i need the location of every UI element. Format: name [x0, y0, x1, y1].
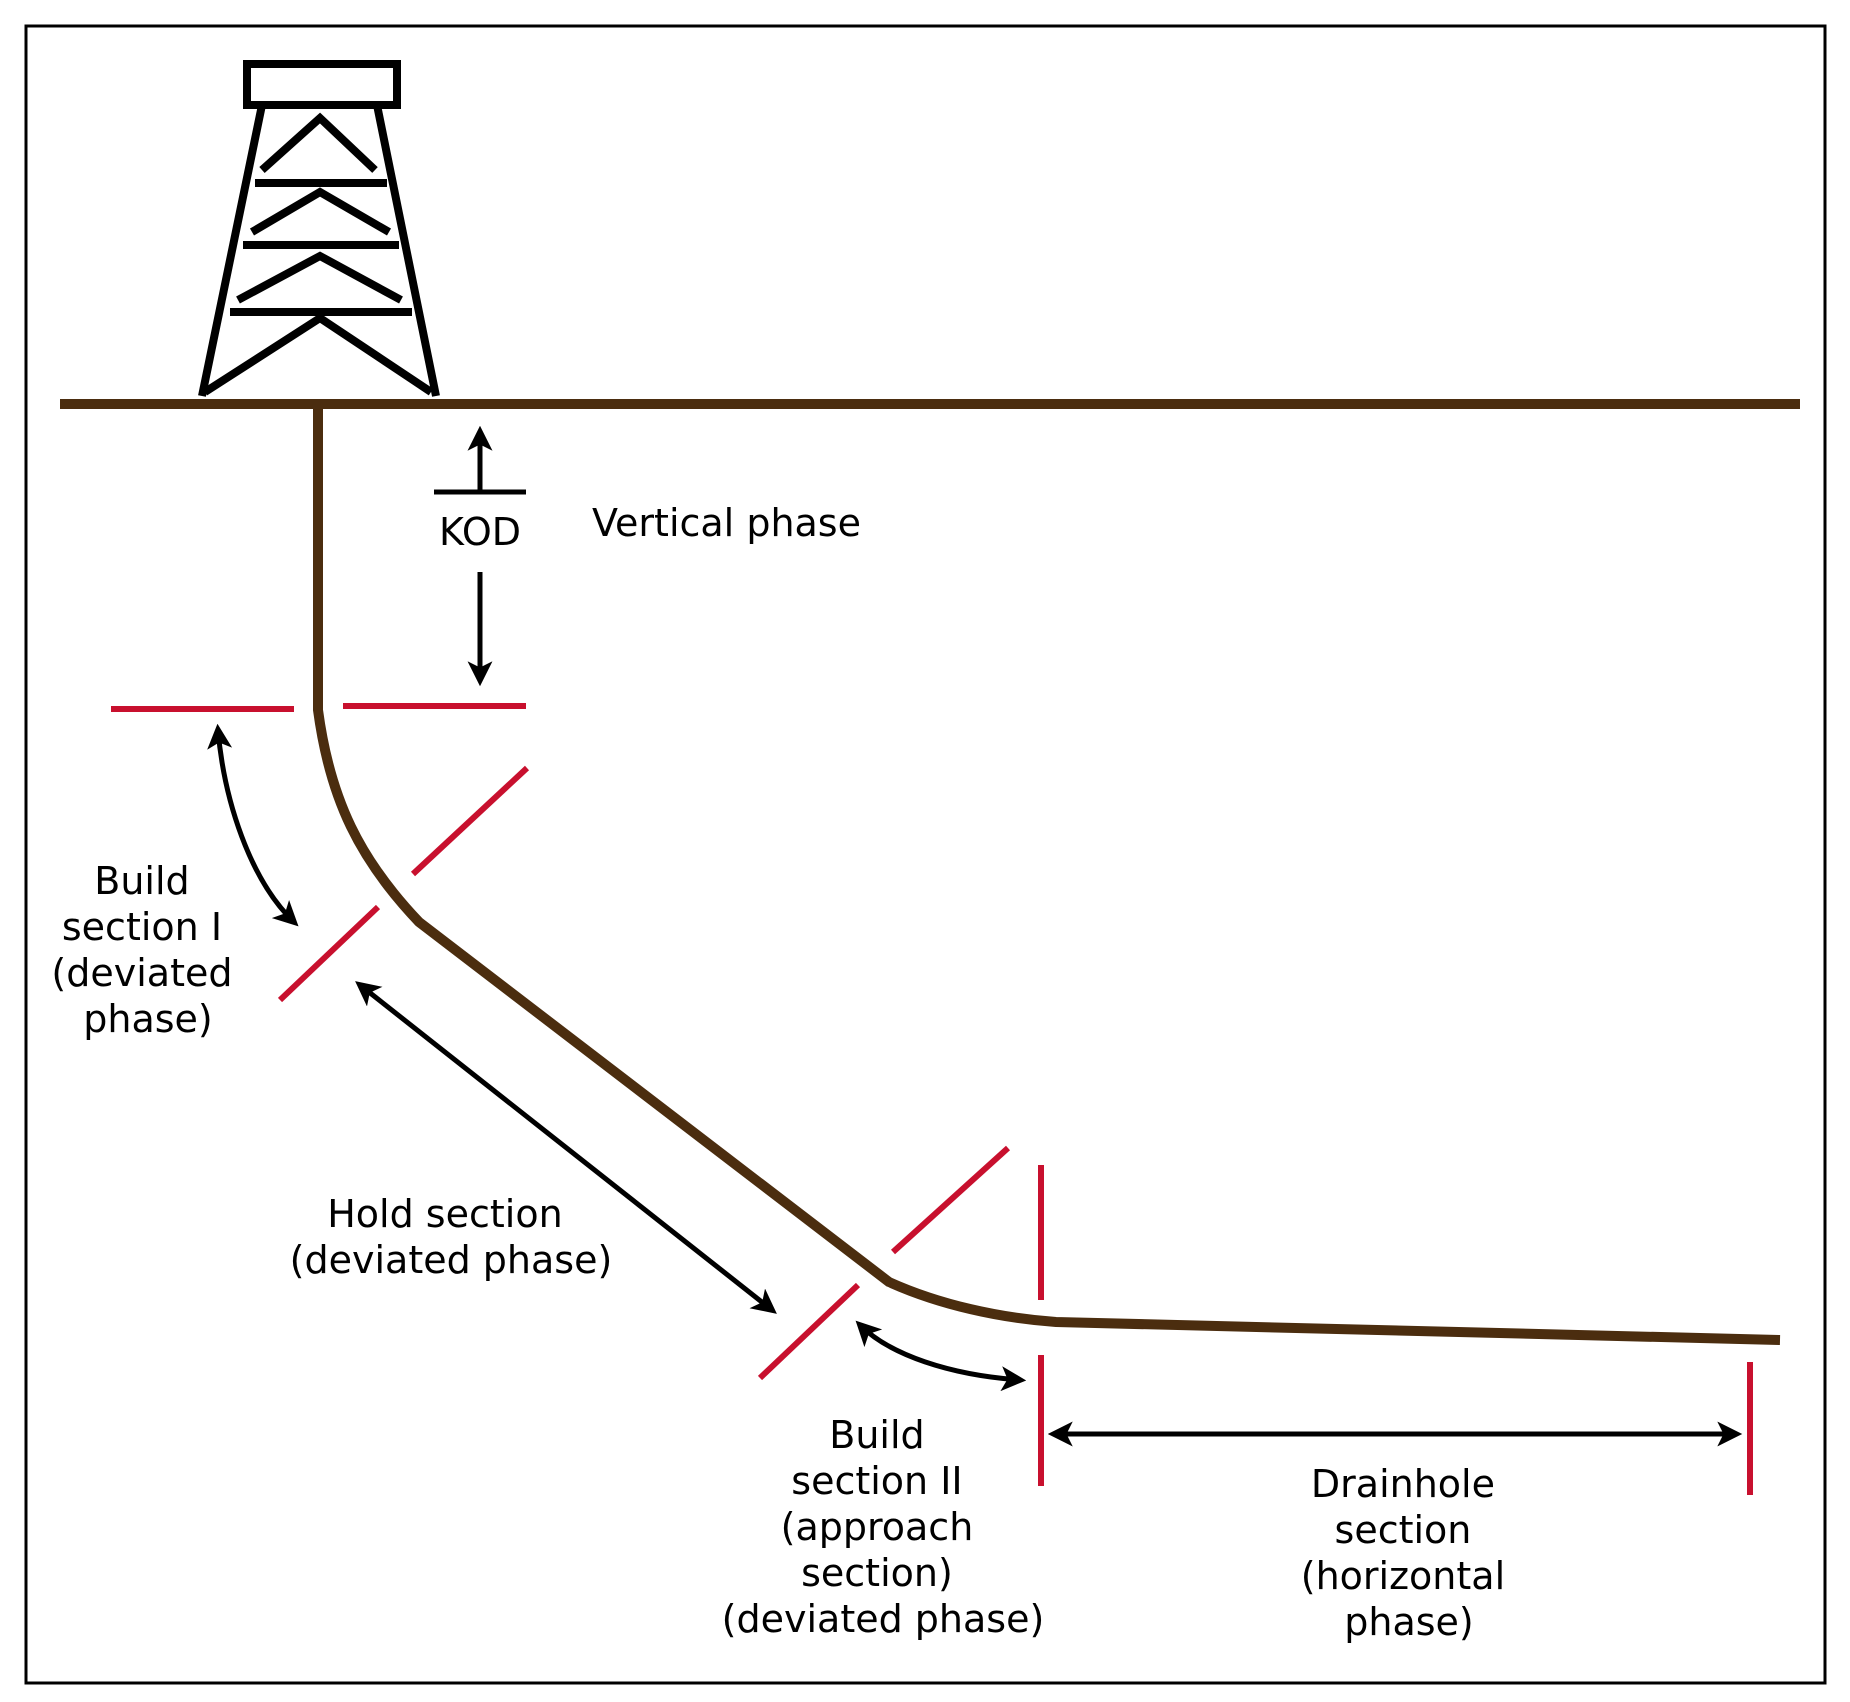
diagram-frame: [24, 24, 1827, 1685]
drilling-rig-derrick-icon: [198, 60, 440, 397]
vertical-phase-label: Vertical phase: [592, 501, 861, 545]
kickoff-depth-indicator: [434, 425, 526, 687]
build-section-2-label: Build section II (approach section) (dev…: [722, 1413, 1045, 1641]
build-section-1-label: Build section I (deviated phase): [51, 859, 244, 1041]
well-trajectory-path: [313, 408, 1781, 1345]
end-of-build-1-marker-upper: [410, 765, 530, 877]
build-section-1-span-arrow: [207, 723, 299, 927]
section-boundary-markers: [111, 703, 1753, 1495]
start-of-build-2-marker-lower: [757, 1282, 861, 1381]
kod-label: KOD: [439, 510, 521, 554]
build-section-2-span-arrow: [855, 1320, 1027, 1392]
hold-section-span-arrow: [355, 981, 777, 1314]
end-of-build-1-marker-lower: [277, 904, 381, 1003]
hold-section-label: Hold section (deviated phase): [290, 1192, 613, 1282]
start-of-build-2-marker-upper: [890, 1145, 1011, 1255]
drainhole-section-label: Drainhole section (horizontal phase): [1301, 1462, 1517, 1644]
